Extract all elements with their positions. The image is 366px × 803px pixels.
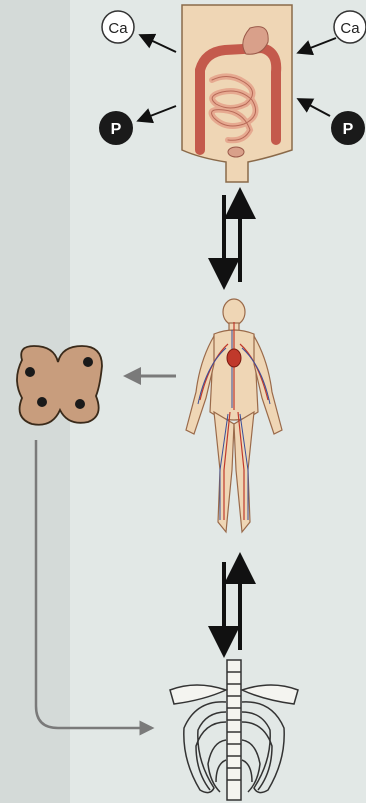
p-left-node: P (99, 111, 133, 145)
p-right-label: P (343, 121, 354, 138)
parathyroid-gland-icon (17, 346, 102, 425)
intestine-icon (182, 5, 292, 182)
p-right-node: P (331, 111, 365, 145)
ca-left-label: Ca (108, 20, 128, 37)
ca-right-node: Ca (334, 11, 366, 43)
ca-left-node: Ca (102, 11, 134, 43)
ca-right-label: Ca (340, 20, 360, 37)
p-left-label: P (111, 121, 122, 138)
